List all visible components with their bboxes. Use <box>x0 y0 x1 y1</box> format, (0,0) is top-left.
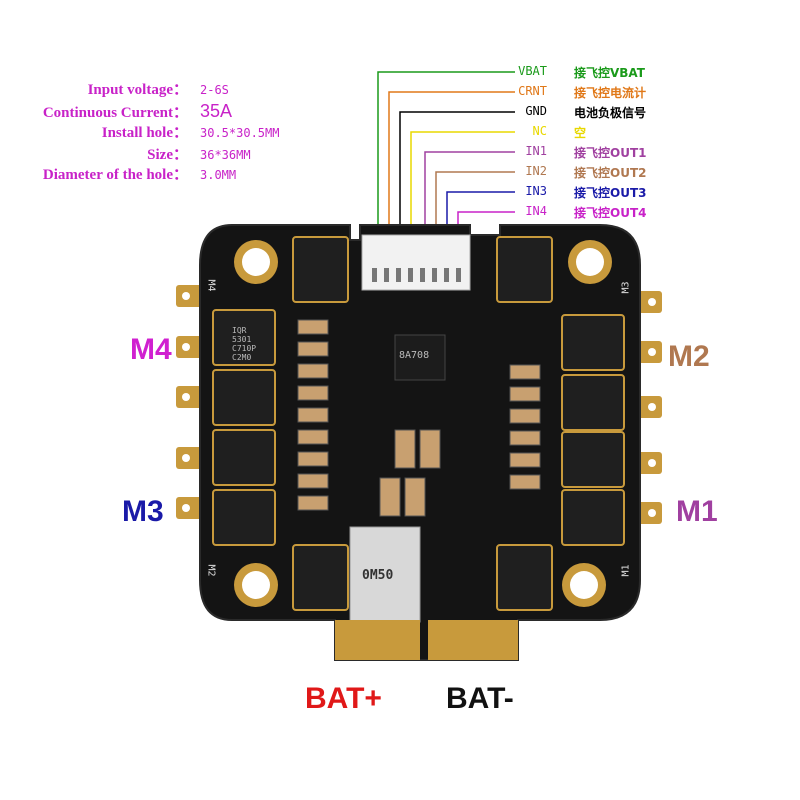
leader-in4 <box>457 211 515 225</box>
chip-marking-line: C2M0 <box>232 353 252 362</box>
capacitors <box>297 319 541 517</box>
shunt-marking: 0M50 <box>362 568 394 583</box>
pin-name: CRNT <box>518 84 547 98</box>
pin-description: 空 <box>574 126 587 140</box>
connector-pins <box>372 268 461 282</box>
motor-label-m3: M3 <box>122 495 164 528</box>
corner-label-tl: M4 <box>205 279 217 292</box>
battery-plus-label: BAT+ <box>305 682 382 715</box>
spec-value: 36*36MM <box>200 148 251 162</box>
chip-marking: IQR 5301 C710P C2M0 <box>232 326 256 362</box>
voltage-regulator <box>394 334 446 381</box>
leader-gnd <box>399 111 515 225</box>
shunt-resistor <box>349 526 421 623</box>
chip-marking-line: C710P <box>232 344 257 353</box>
chip-marking-line: IQR <box>232 326 247 335</box>
leader-in1 <box>424 151 515 225</box>
spec-label: Continuous Current： <box>42 105 188 121</box>
spec-label: Install hole： <box>101 125 188 141</box>
pin-name: NC <box>532 124 547 138</box>
pin-description: 接飞控OUT3 <box>574 186 647 200</box>
spec-value: 30.5*30.5MM <box>200 126 280 140</box>
pin-name: IN4 <box>525 204 547 218</box>
leader-vbat <box>377 71 515 225</box>
pin-name: IN2 <box>525 164 547 178</box>
pin-name: VBAT <box>518 64 547 78</box>
corner-label-tr: M3 <box>620 281 632 294</box>
pin-description: 接飞控OUT4 <box>574 206 647 220</box>
chip-marking-line: 5301 <box>232 335 252 344</box>
regulator-marking: 8A708 <box>399 350 430 361</box>
pin-description: 接飞控OUT2 <box>574 166 647 180</box>
spec-value: 2-6S <box>200 83 229 97</box>
battery-pads <box>335 620 518 660</box>
pin-name: IN1 <box>525 144 547 158</box>
motor-pads-left <box>176 285 206 519</box>
mosfet-chips <box>212 236 625 611</box>
corner-label-bl: M2 <box>205 564 217 577</box>
motor-label-m2: M2 <box>668 340 710 373</box>
pin-name: GND <box>525 104 547 118</box>
pin-leader-lines <box>377 71 515 225</box>
pin-description: 接飞控OUT1 <box>574 146 647 160</box>
leader-crnt <box>388 91 515 225</box>
motor-label-m4: M4 <box>130 333 172 366</box>
pin-description: 电池负极信号 <box>574 106 647 120</box>
battery-minus-label: BAT- <box>446 682 514 715</box>
pin-description: 接飞控电流计 <box>574 86 647 100</box>
corner-label-br: M1 <box>620 564 632 577</box>
leader-in3 <box>446 191 515 225</box>
spec-label: Diameter of the hole： <box>42 167 188 183</box>
signal-connector <box>361 234 471 291</box>
pin-name: IN3 <box>525 184 547 198</box>
spec-label: Input voltage： <box>87 82 188 98</box>
mount-holes <box>234 240 612 607</box>
pin-description: 接飞控VBAT <box>574 66 645 80</box>
motor-label-m1: M1 <box>676 495 718 528</box>
spec-value: 35A <box>200 101 233 121</box>
leader-nc <box>410 131 515 225</box>
spec-value: 3.0MM <box>200 168 237 182</box>
spec-label: Size： <box>147 147 188 163</box>
leader-in2 <box>435 171 515 225</box>
